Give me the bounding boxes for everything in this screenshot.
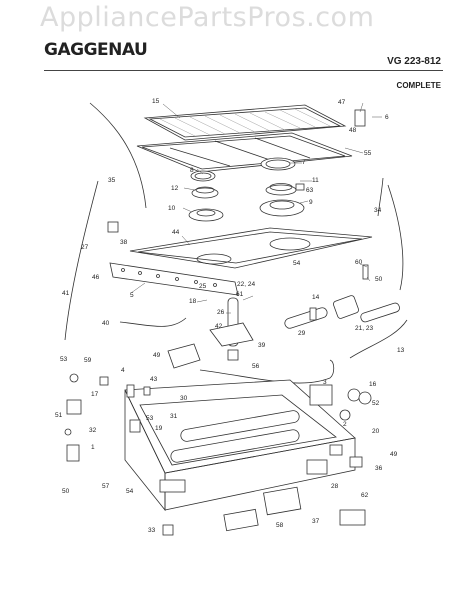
callout-label: 17: [91, 391, 99, 398]
brand-logo: GAGGENAU: [44, 40, 148, 60]
callout-label: 32: [89, 427, 97, 434]
callout-label: 22, 24: [237, 281, 255, 288]
leader-lines: [130, 102, 382, 314]
gas-valve-assembly-part: [284, 295, 400, 329]
cooktop-panel-part: [129, 227, 373, 269]
callout-label: 60: [355, 259, 363, 266]
callout-label: 12: [171, 185, 179, 192]
callout-label: 46: [92, 274, 100, 281]
watermark: AppliancePartsPros.com: [40, 2, 375, 33]
callout-label: 56: [252, 363, 260, 370]
callout-labels: 15 47 48 6 7 8 11 12 63 9 10 55 35 34 38…: [55, 98, 405, 534]
base-pan-part: [124, 379, 356, 532]
callout-label: 55: [364, 150, 372, 157]
callout-label: 37: [312, 518, 320, 525]
callout-label: 6: [385, 114, 389, 121]
callout-label: 47: [338, 99, 346, 106]
callout-label: 8: [190, 167, 194, 174]
small-components-part: [64, 109, 372, 536]
callout-label: 41: [62, 290, 70, 297]
callout-label: 19: [155, 425, 163, 432]
callout-label: 35: [108, 177, 116, 184]
callout-label: 57: [102, 483, 110, 490]
callout-label: 27: [81, 244, 89, 251]
callout-label: 62: [361, 492, 369, 499]
callout-label: 16: [369, 381, 377, 388]
callout-label: 40: [102, 320, 110, 327]
callout-label: 13: [397, 347, 405, 354]
callout-label: 51: [55, 412, 63, 419]
wire-harnesses-part: [64, 102, 408, 384]
callout-label: 58: [276, 522, 284, 529]
callout-label: 59: [84, 357, 92, 364]
callout-label: 54: [126, 488, 134, 495]
callout-label: 28: [331, 483, 339, 490]
callout-label: 44: [172, 229, 180, 236]
callout-label: 50: [375, 276, 383, 283]
callout-label: 15: [152, 98, 160, 105]
callout-label: 29: [298, 330, 306, 337]
callout-label: 31: [170, 413, 178, 420]
callout-label: 48: [349, 127, 357, 134]
callout-label: 25: [199, 283, 207, 290]
callout-label: 52: [372, 400, 380, 407]
callout-label: 4: [121, 367, 125, 374]
manifold-part: [209, 297, 254, 361]
callout-label: 1: [91, 444, 95, 451]
callout-label: 43: [150, 376, 158, 383]
callout-label: 36: [375, 465, 383, 472]
callout-label: 5: [130, 292, 134, 299]
callout-label: 63: [306, 187, 314, 194]
callout-label: 53: [60, 356, 68, 363]
callout-label: 54: [293, 260, 301, 267]
callout-label: 34: [374, 207, 382, 214]
callout-label: 49: [153, 352, 161, 359]
burner-grate-part: [136, 132, 353, 173]
callout-label: 26: [217, 309, 225, 316]
control-panel-strip-part: [109, 262, 239, 296]
burner-heads-part: [188, 157, 305, 222]
grill-grate-part: [143, 104, 347, 141]
callout-label: 42: [215, 323, 223, 330]
header-rule: [44, 70, 443, 71]
callout-label: 21, 23: [355, 325, 373, 332]
callout-label: 38: [120, 239, 128, 246]
callout-label: 61: [236, 291, 244, 298]
callout-label: 7: [302, 159, 306, 166]
callout-label: 18: [189, 298, 197, 305]
callout-label: 33: [148, 527, 156, 534]
callout-label: 30: [180, 395, 188, 402]
callout-label: 9: [309, 199, 313, 206]
variant-label: COMPLETE: [396, 81, 441, 90]
callout-label: 14: [312, 294, 320, 301]
callout-label: 2: [343, 421, 347, 428]
mounting-bracket-part: [167, 343, 201, 369]
callout-label: 39: [258, 342, 266, 349]
callout-label: 20: [372, 428, 380, 435]
callout-label: 53: [146, 415, 154, 422]
callout-label: 3: [323, 379, 327, 386]
callout-label: 10: [168, 205, 176, 212]
model-number: VG 223-812: [387, 56, 441, 67]
callout-label: 11: [312, 177, 319, 184]
callout-label: 49: [390, 451, 398, 458]
callout-label: 50: [62, 488, 70, 495]
